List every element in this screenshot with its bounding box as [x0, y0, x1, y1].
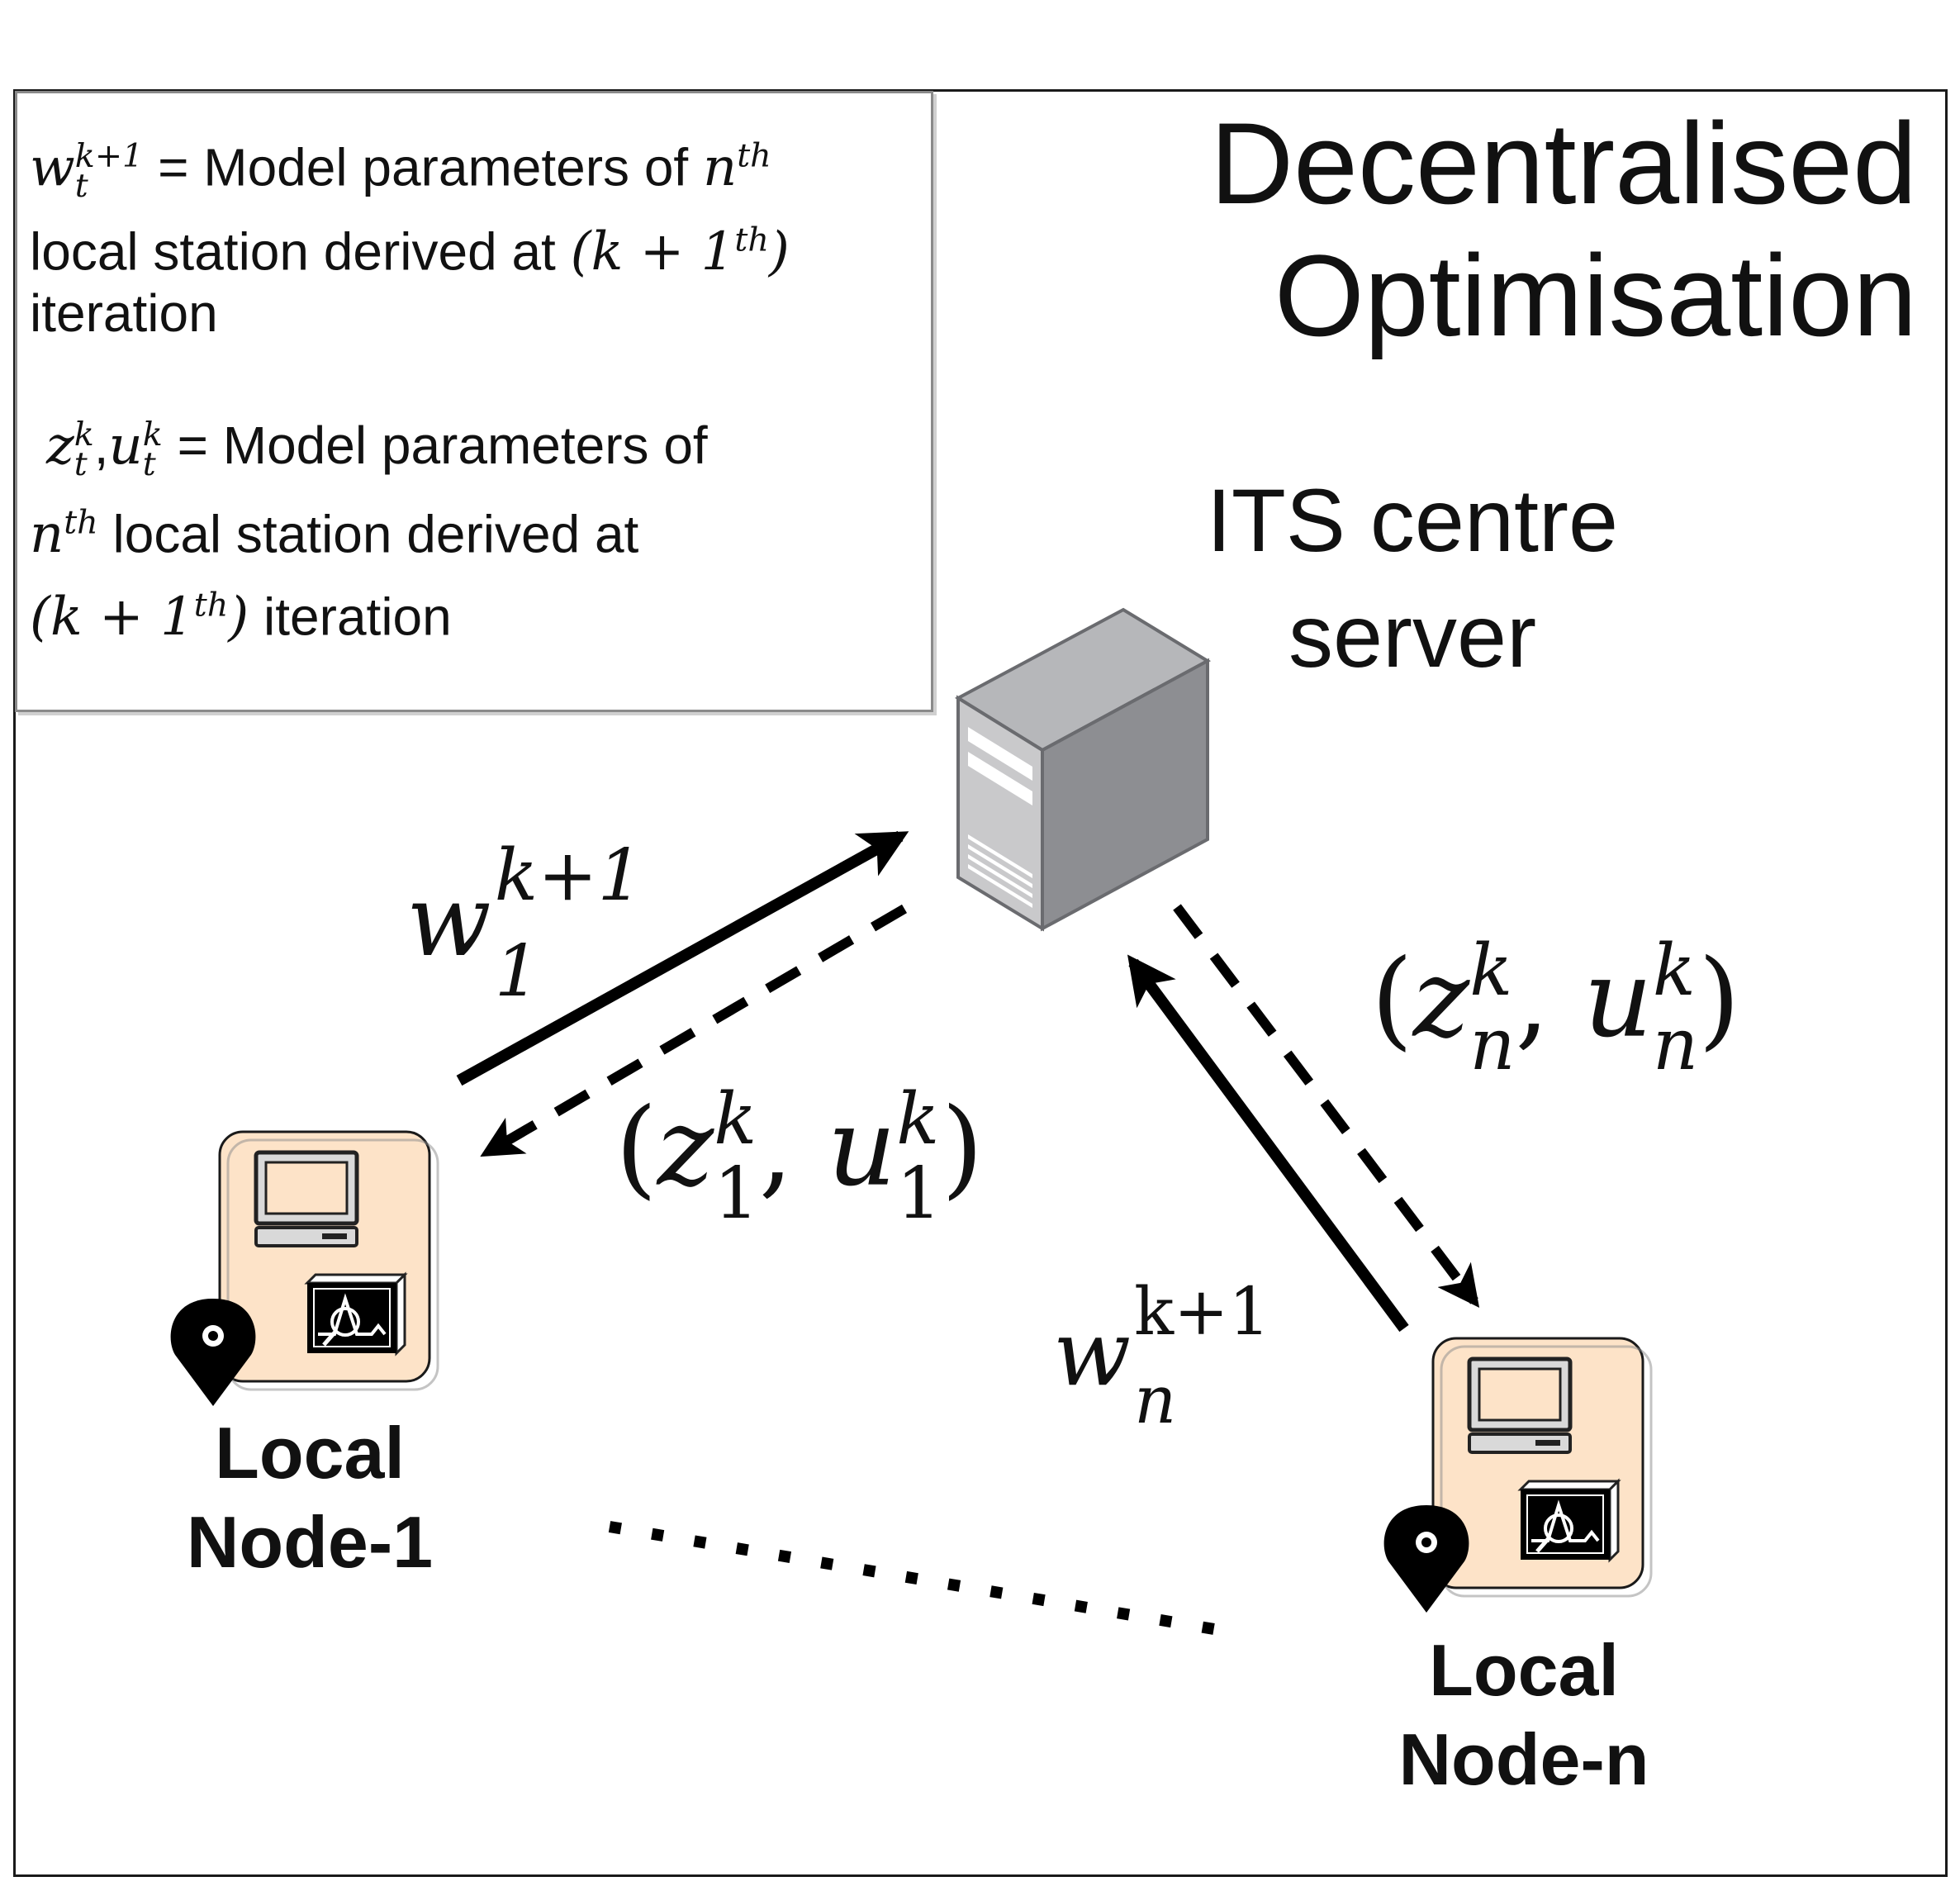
monitor-icon: [254, 1150, 359, 1247]
node-n-label-line-1: Local: [1429, 1629, 1619, 1711]
node-1-label: Local Node-1: [136, 1409, 483, 1587]
server-label-line-1: ITS centre: [1206, 470, 1619, 570]
analyzer-icon: [1517, 1478, 1621, 1563]
node-1-label-line-1: Local: [215, 1412, 405, 1494]
title-line-2: Optimisation: [1274, 230, 1917, 360]
legend-item-2-line-2: nth local station derived at: [30, 504, 639, 566]
analyzer-icon: [304, 1271, 408, 1356]
node-n-icon: [1383, 1337, 1653, 1613]
arrow-noden-to-server: [1127, 954, 1409, 1333]
server-label-line-2: server: [1288, 586, 1537, 686]
diagram-frame: [13, 89, 1948, 1877]
node-n-label: Local Node-n: [1350, 1626, 1697, 1804]
diagram-title: Decentralised Optimisation: [1210, 97, 1917, 362]
arrow-node1-to-server: [456, 830, 909, 1086]
node-1-label-line-2: Node-1: [186, 1501, 434, 1583]
arrow-server-to-noden-dashed: [1173, 904, 1480, 1309]
legend-item-1-line-2: local station derived at (k + 1th): [30, 221, 790, 283]
server-icon: [954, 607, 1212, 932]
node-1-icon: [170, 1130, 439, 1406]
node-n-label-line-2: Node-n: [1398, 1718, 1649, 1800]
location-pin-icon: [1383, 1505, 1469, 1613]
legend-item-1-line-3: iteration: [30, 283, 218, 343]
title-line-1: Decentralised: [1210, 98, 1917, 228]
location-pin-icon: [170, 1299, 256, 1406]
arrow-server-to-node1-dashed: [480, 904, 908, 1157]
dotted-link-node1-noden: [608, 1521, 1216, 1635]
monitor-icon: [1467, 1356, 1573, 1454]
legend-box: [15, 91, 933, 712]
legend-item-2-line-3: (k + 1th) iteration: [30, 587, 452, 649]
server-label: ITS centre server: [1173, 463, 1652, 694]
